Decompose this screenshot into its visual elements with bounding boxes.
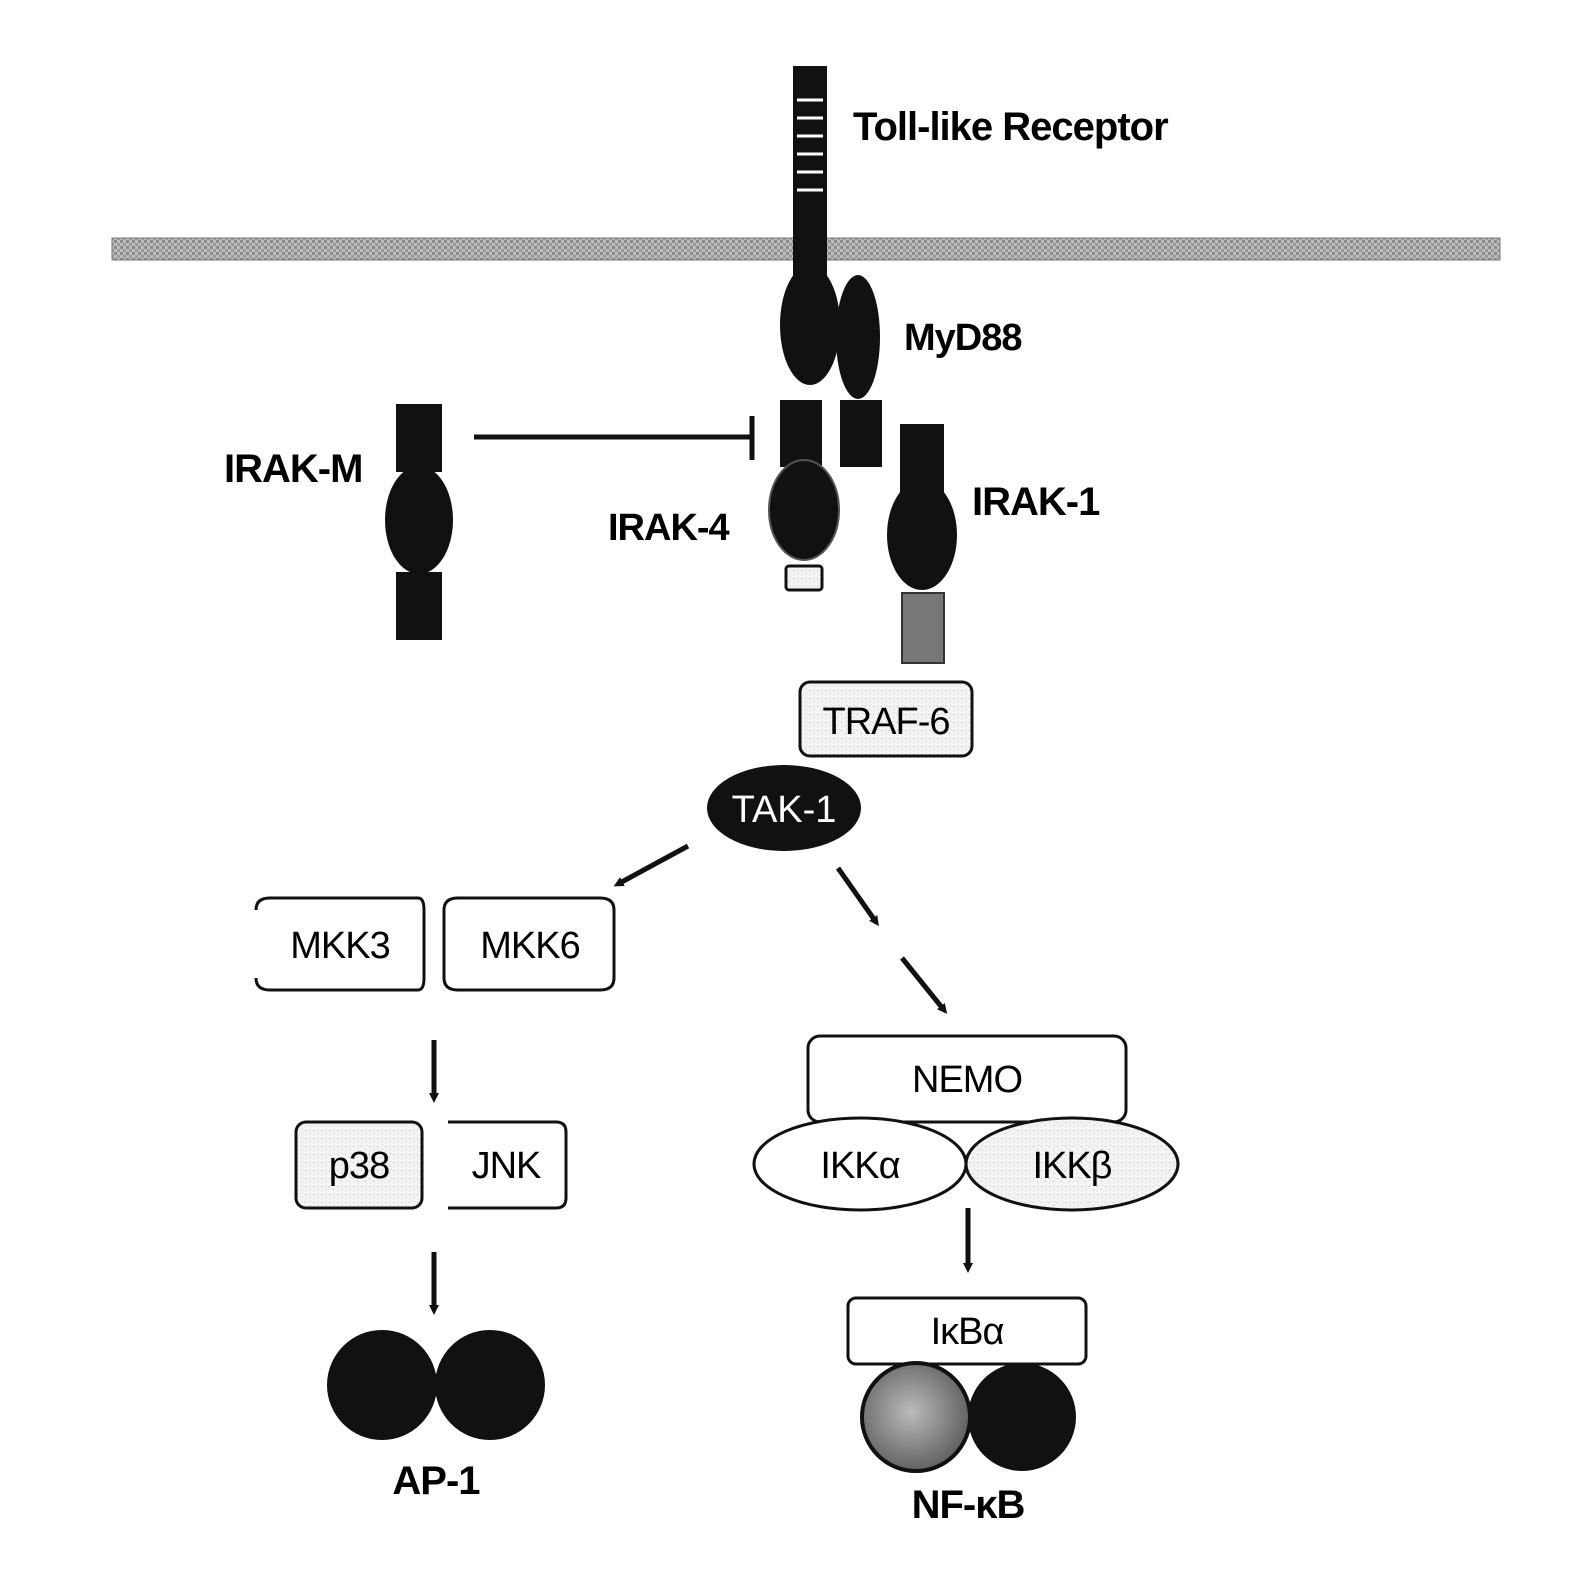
nemo-label: NEMO [912, 1059, 1022, 1101]
traf-6-label: TRAF-6 [823, 701, 950, 743]
irak-m-label: IRAK-M [224, 447, 362, 491]
arrow-tak1-to-mkk [618, 846, 688, 884]
ikk-beta-label: IKKβ [1032, 1145, 1111, 1187]
ikk-alpha-label: IKKα [820, 1145, 899, 1187]
irak-1 [887, 424, 957, 663]
jnk-label: JNK [472, 1145, 541, 1187]
irak-1-label: IRAK-1 [972, 480, 1100, 524]
nf-kb-label: NF-κB [912, 1483, 1025, 1527]
irak-m [385, 404, 453, 640]
arrow-tak1-to-nemo-2 [902, 958, 944, 1010]
myd88-label: MyD88 [904, 317, 1022, 359]
myd88-dimer [780, 265, 880, 399]
irak-4 [769, 460, 839, 590]
irak-4-label: IRAK-4 [608, 507, 730, 549]
ikba-label: IκBα [931, 1311, 1004, 1353]
myd88-death-domain [840, 400, 882, 467]
irak4-death-domain [780, 400, 822, 467]
mkk6-label: MKK6 [480, 925, 579, 967]
mkk3-label: MKK3 [290, 925, 389, 967]
ap-1-dimer [327, 1330, 545, 1440]
inhibition-line [474, 416, 752, 460]
nf-kb-dimer [862, 1363, 1076, 1471]
toll-like-receptor-label: Toll-like Receptor [853, 105, 1168, 149]
ap-1-label: AP-1 [392, 1459, 480, 1503]
p38-label: p38 [329, 1145, 389, 1187]
arrow-tak1-to-nemo-1 [838, 868, 876, 922]
tak-1-label: TAK-1 [732, 789, 837, 831]
